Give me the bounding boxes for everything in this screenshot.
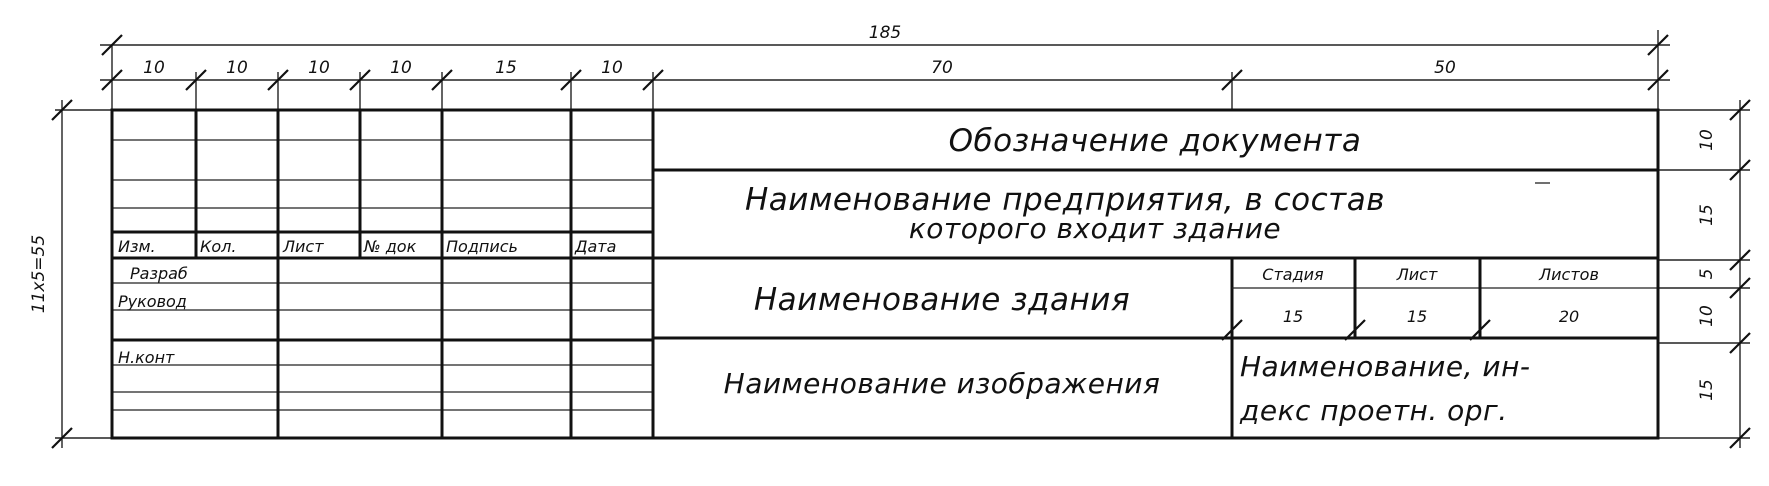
enterprise-name-line1: Наименование предприятия, в состав (745, 182, 1385, 218)
right-dim-4: 10 (1697, 305, 1717, 327)
col-dim-4: 10 (390, 58, 412, 78)
header-ndok: № док (363, 237, 417, 256)
title-block-frame (110, 108, 1660, 440)
row-label-rukovod: Руковод (118, 292, 187, 311)
org-name-line1: Наименование, ин- (1240, 350, 1531, 383)
top-dimensions: 185 10 10 10 10 15 10 70 50 (100, 23, 1670, 110)
row-label-razrab: Разраб (130, 264, 188, 283)
stage-header: Стадия (1262, 265, 1324, 284)
col-dim-6: 10 (601, 58, 623, 78)
col-dim-7: 70 (931, 58, 953, 78)
right-dim-5: 15 (1697, 379, 1717, 401)
sheet-header: Лист (1396, 265, 1438, 284)
col-dim-2: 10 (226, 58, 248, 78)
col-dim-8: 50 (1434, 58, 1456, 78)
sheet-value: 15 (1407, 307, 1427, 326)
enterprise-name-line2: которого входит здание (909, 212, 1281, 245)
header-list: Лист (282, 237, 324, 256)
row-label-nkontr: Н.конт (118, 348, 175, 367)
right-dimensions: 10 15 5 10 15 (1658, 99, 1751, 449)
document-designation: Обозначение документа (949, 123, 1362, 159)
right-dim-1: 10 (1697, 129, 1717, 151)
header-podpis: Подпись (446, 237, 518, 256)
left-table-grid (112, 110, 653, 438)
sheets-header: Листов (1538, 265, 1599, 284)
col-dim-1: 10 (143, 58, 165, 78)
col-dim-3: 10 (308, 58, 330, 78)
header-data: Дата (574, 237, 616, 256)
right-dim-3: 5 (1697, 269, 1717, 280)
left-height-label: 11х5=55 (29, 235, 49, 313)
sheets-value: 20 (1559, 307, 1579, 326)
stage-value: 15 (1283, 307, 1303, 326)
header-kol: Кол. (200, 237, 236, 256)
right-dim-2: 15 (1697, 204, 1717, 226)
image-name: Наименование изображения (724, 367, 1161, 400)
left-dimension: 11х5=55 (29, 99, 112, 449)
org-name-line2: декс проетн. орг. (1239, 394, 1508, 427)
col-dim-5: 15 (495, 58, 517, 78)
building-name: Наименование здания (754, 282, 1130, 318)
overall-dimension-label: 185 (869, 23, 901, 43)
right-block-grid (653, 168, 1658, 438)
header-izm: Изм. (118, 237, 156, 256)
